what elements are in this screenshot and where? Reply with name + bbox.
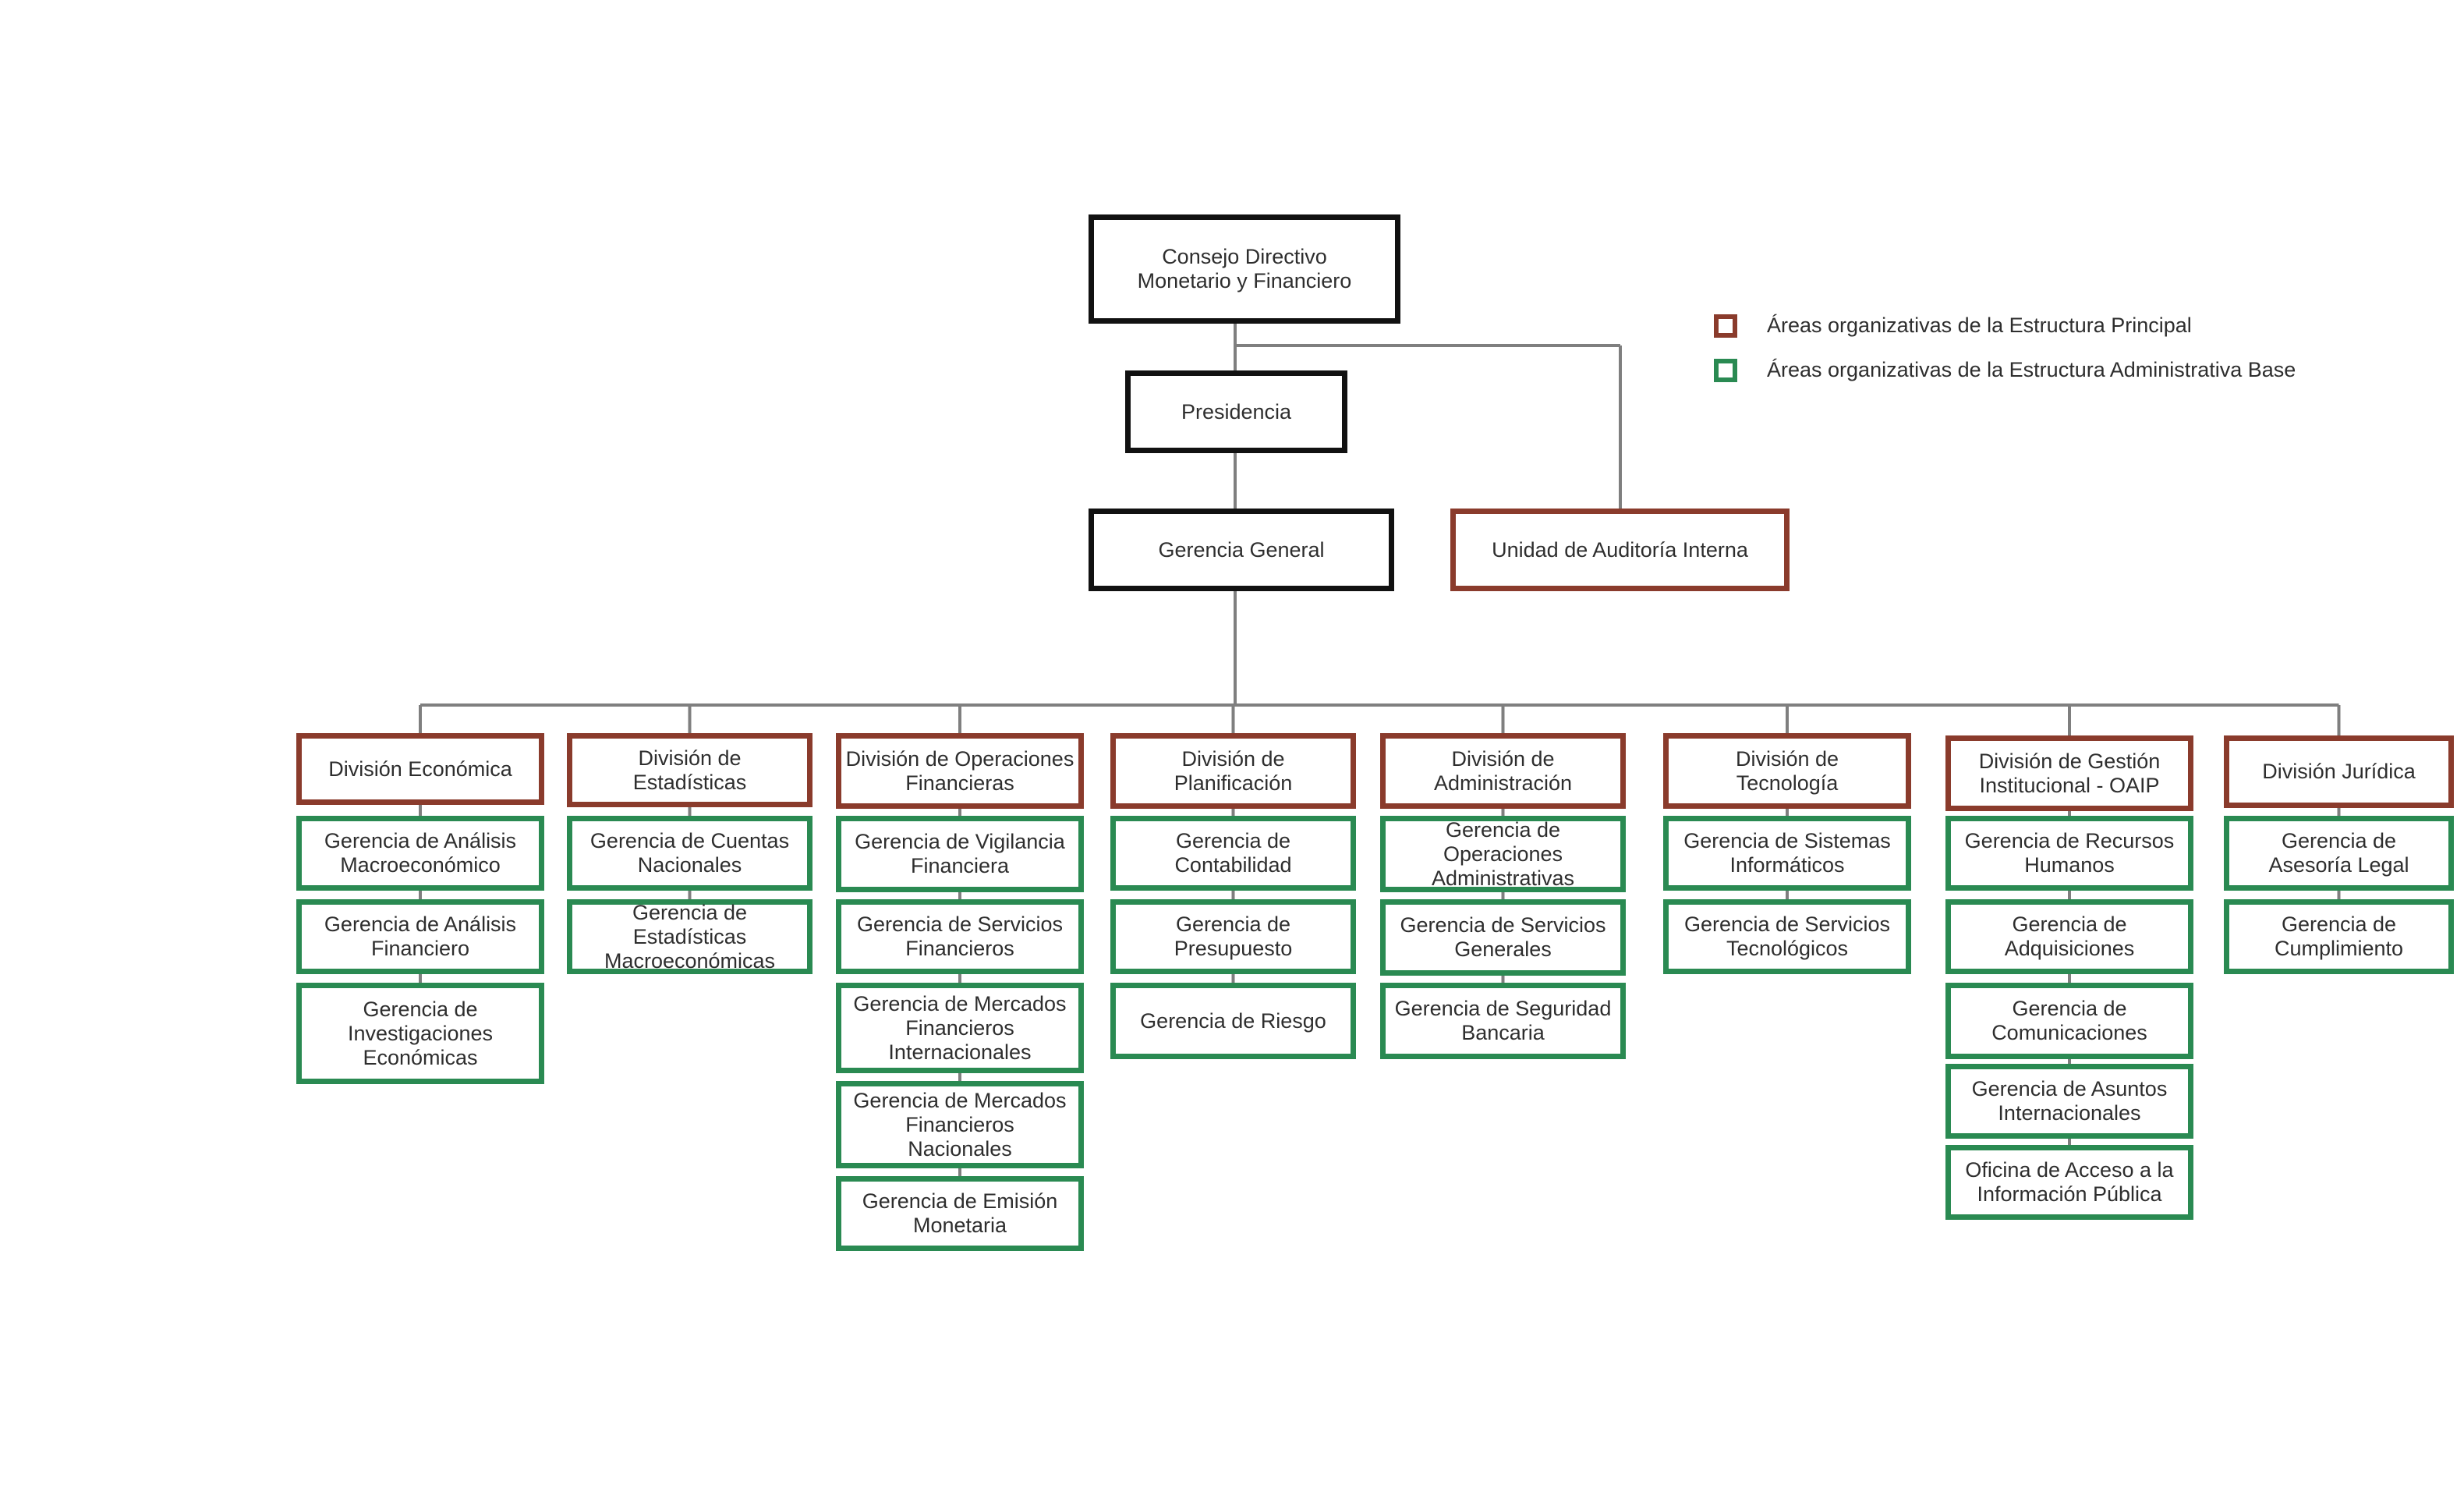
legend-principal-swatch: [1714, 314, 1737, 338]
unit-gerencia-de-presupuesto-box: Gerencia de Presupuesto: [1110, 899, 1356, 974]
unit-gerencia-de-analisis-macroeconomico-label: Gerencia de Análisis Macroeconómico: [324, 829, 517, 877]
division-division-economica-box: División Económica: [296, 733, 544, 805]
unit-gerencia-de-cumplimiento-label: Gerencia de Cumplimiento: [2274, 913, 2404, 960]
division-division-de-planificacion-label: División de Planificación: [1174, 746, 1293, 795]
legend-admin-label: Áreas organizativas de la Estructura Adm…: [1767, 358, 2296, 381]
auditoria-interna-box: Unidad de Auditoría Interna: [1450, 509, 1790, 591]
unit-gerencia-de-sistemas-informaticos-box: Gerencia de Sistemas Informáticos: [1663, 816, 1911, 891]
unit-gerencia-de-servicios-financieros-label: Gerencia de Servicios Financieros: [856, 913, 1064, 960]
unit-gerencia-de-analisis-macroeconomico-box: Gerencia de Análisis Macroeconómico: [296, 816, 544, 891]
unit-gerencia-de-mercados-financieros-internacionales-box: Gerencia de Mercados Financieros Interna…: [836, 983, 1084, 1073]
unit-gerencia-de-riesgo-label: Gerencia de Riesgo: [1140, 1008, 1326, 1033]
unit-gerencia-de-contabilidad-label: Gerencia de Contabilidad: [1174, 829, 1292, 877]
division-division-de-gestion-institucional-oaip-label: División de Gestión Institucional - OAIP: [1978, 749, 2161, 797]
gerencia-general-label: Gerencia General: [1158, 537, 1325, 562]
unit-gerencia-de-asuntos-internacionales-label: Gerencia de Asuntos Internacionales: [1971, 1077, 2168, 1125]
unit-gerencia-de-servicios-tecnologicos-box: Gerencia de Servicios Tecnológicos: [1663, 899, 1911, 974]
unit-oficina-de-acceso-a-la-informacion-publica-label: Oficina de Acceso a la Información Públi…: [1965, 1158, 2174, 1206]
division-division-economica-label: División Económica: [328, 757, 512, 781]
consejo-directivo-box: Consejo Directivo Monetario y Financiero: [1089, 214, 1400, 324]
legend-principal-label: Áreas organizativas de la Estructura Pri…: [1767, 314, 2192, 337]
unit-gerencia-de-analisis-financiero-box: Gerencia de Análisis Financiero: [296, 899, 544, 974]
unit-gerencia-de-cumplimiento-box: Gerencia de Cumplimiento: [2224, 899, 2454, 974]
unit-gerencia-de-adquisiciones-label: Gerencia de Adquisiciones: [2004, 913, 2135, 960]
unit-gerencia-de-mercados-financieros-nacionales-label: Gerencia de Mercados Financieros Naciona…: [853, 1088, 1067, 1161]
unit-gerencia-de-emision-monetaria-box: Gerencia de Emisión Monetaria: [836, 1176, 1084, 1251]
unit-gerencia-de-investigaciones-economicas-box: Gerencia de Investigaciones Económicas: [296, 983, 544, 1084]
division-division-de-planificacion-box: División de Planificación: [1110, 733, 1356, 809]
unit-gerencia-de-cuentas-nacionales-label: Gerencia de Cuentas Nacionales: [589, 829, 790, 877]
gerencia-general-box: Gerencia General: [1089, 509, 1394, 591]
division-division-de-estadisticas-box: División de Estadísticas: [567, 733, 812, 807]
consejo-directivo-label: Consejo Directivo Monetario y Financiero: [1137, 245, 1352, 292]
unit-gerencia-de-presupuesto-label: Gerencia de Presupuesto: [1174, 913, 1293, 960]
unit-gerencia-de-recursos-humanos-box: Gerencia de Recursos Humanos: [1945, 816, 2193, 891]
unit-gerencia-de-asuntos-internacionales-box: Gerencia de Asuntos Internacionales: [1945, 1064, 2193, 1139]
unit-gerencia-de-vigilancia-financiera-label: Gerencia de Vigilancia Financiera: [855, 830, 1065, 877]
unit-gerencia-de-investigaciones-economicas-label: Gerencia de Investigaciones Económicas: [347, 997, 494, 1069]
unit-gerencia-de-adquisiciones-box: Gerencia de Adquisiciones: [1945, 899, 2193, 974]
division-division-de-operaciones-financieras-box: División de Operaciones Financieras: [836, 733, 1084, 809]
unit-gerencia-de-comunicaciones-box: Gerencia de Comunicaciones: [1945, 983, 2193, 1059]
unit-oficina-de-acceso-a-la-informacion-publica-box: Oficina de Acceso a la Información Públi…: [1945, 1145, 2193, 1220]
division-division-de-administracion-box: División de Administración: [1380, 733, 1626, 809]
unit-gerencia-de-estadisticas-macroeconomicas-label: Gerencia de Estadísticas Macroeconómicas: [604, 900, 776, 973]
division-division-de-gestion-institucional-oaip-box: División de Gestión Institucional - OAIP: [1945, 735, 2193, 811]
unit-gerencia-de-analisis-financiero-label: Gerencia de Análisis Financiero: [324, 913, 517, 960]
unit-gerencia-de-comunicaciones-label: Gerencia de Comunicaciones: [1991, 997, 2147, 1044]
unit-gerencia-de-emision-monetaria-label: Gerencia de Emisión Monetaria: [862, 1189, 1058, 1237]
division-division-de-tecnologia-label: División de Tecnología: [1735, 746, 1839, 795]
unit-gerencia-de-servicios-generales-box: Gerencia de Servicios Generales: [1380, 899, 1626, 976]
unit-gerencia-de-seguridad-bancaria-box: Gerencia de Seguridad Bancaria: [1380, 983, 1626, 1059]
unit-gerencia-de-asesoria-legal-box: Gerencia de Asesoría Legal: [2224, 816, 2454, 891]
division-division-juridica-label: División Jurídica: [2262, 760, 2416, 783]
division-division-de-tecnologia-box: División de Tecnología: [1663, 733, 1911, 809]
unit-gerencia-de-asesoria-legal-label: Gerencia de Asesoría Legal: [2268, 829, 2409, 877]
division-division-de-estadisticas-label: División de Estadísticas: [632, 746, 747, 794]
unit-gerencia-de-seguridad-bancaria-label: Gerencia de Seguridad Bancaria: [1394, 997, 1612, 1044]
unit-gerencia-de-vigilancia-financiera-box: Gerencia de Vigilancia Financiera: [836, 816, 1084, 892]
auditoria-interna-label: Unidad de Auditoría Interna: [1492, 537, 1748, 562]
unit-gerencia-de-contabilidad-box: Gerencia de Contabilidad: [1110, 816, 1356, 891]
unit-gerencia-de-sistemas-informaticos-label: Gerencia de Sistemas Informáticos: [1683, 829, 1891, 877]
unit-gerencia-de-mercados-financieros-nacionales-box: Gerencia de Mercados Financieros Naciona…: [836, 1081, 1084, 1168]
legend-admin-swatch: [1714, 358, 1737, 382]
unit-gerencia-de-operaciones-administrativas-label: Gerencia de Operaciones Administrativas: [1431, 817, 1575, 890]
presidencia-box: Presidencia: [1125, 370, 1347, 453]
legend-admin: Áreas organizativas de la Estructura Adm…: [1714, 358, 2296, 382]
division-division-juridica-box: División Jurídica: [2224, 735, 2454, 808]
unit-gerencia-de-estadisticas-macroeconomicas-box: Gerencia de Estadísticas Macroeconómicas: [567, 899, 812, 974]
unit-gerencia-de-servicios-financieros-box: Gerencia de Servicios Financieros: [836, 899, 1084, 974]
legend-principal: Áreas organizativas de la Estructura Pri…: [1714, 314, 2192, 338]
unit-gerencia-de-servicios-generales-label: Gerencia de Servicios Generales: [1400, 913, 1606, 961]
presidencia-label: Presidencia: [1181, 399, 1292, 424]
division-division-de-administracion-label: División de Administración: [1433, 746, 1573, 795]
unit-gerencia-de-operaciones-administrativas-box: Gerencia de Operaciones Administrativas: [1380, 816, 1626, 892]
unit-gerencia-de-riesgo-box: Gerencia de Riesgo: [1110, 983, 1356, 1059]
unit-gerencia-de-cuentas-nacionales-box: Gerencia de Cuentas Nacionales: [567, 816, 812, 891]
unit-gerencia-de-servicios-tecnologicos-label: Gerencia de Servicios Tecnológicos: [1683, 913, 1891, 960]
unit-gerencia-de-recursos-humanos-label: Gerencia de Recursos Humanos: [1964, 829, 2175, 877]
division-division-de-operaciones-financieras-label: División de Operaciones Financieras: [845, 746, 1074, 795]
unit-gerencia-de-mercados-financieros-internacionales-label: Gerencia de Mercados Financieros Interna…: [853, 991, 1067, 1064]
